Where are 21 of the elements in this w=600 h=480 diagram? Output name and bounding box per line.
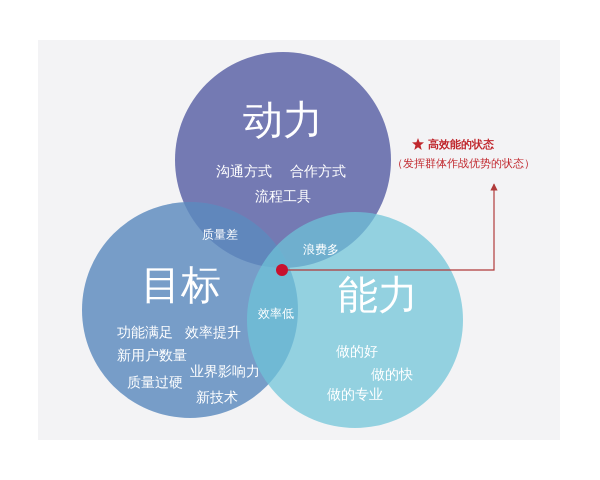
circle-item: 做的专业 bbox=[327, 386, 383, 404]
overlap-label: 质量差 bbox=[202, 226, 238, 244]
circle-item: 做的快 bbox=[371, 366, 413, 384]
circle-item: 业界影响力 bbox=[190, 363, 260, 381]
circle-item: 功能满足 bbox=[117, 324, 173, 342]
circle-item: 做的好 bbox=[336, 343, 378, 361]
circle-title: 动力 bbox=[243, 96, 323, 146]
overlap-label: 浪费多 bbox=[303, 242, 339, 258]
circle-title: 目标 bbox=[141, 262, 221, 310]
circle-item: 效率提升 bbox=[185, 324, 241, 342]
circle-item: 沟通方式 bbox=[216, 163, 272, 181]
circle-item: 质量过硬 bbox=[127, 374, 183, 392]
circle-title: 能力 bbox=[338, 272, 418, 320]
circle-item: 流程工具 bbox=[255, 188, 311, 206]
callout-note: （发挥群体作战优势的状态） bbox=[392, 156, 535, 171]
circle-item: 新技术 bbox=[196, 389, 238, 407]
overlap-label: 效率低 bbox=[258, 306, 294, 322]
leader-line bbox=[288, 183, 498, 271]
circle-item: 合作方式 bbox=[290, 163, 346, 181]
circle-item: 新用户数量 bbox=[117, 347, 187, 365]
callout-title: 高效能的状态 bbox=[428, 137, 494, 152]
